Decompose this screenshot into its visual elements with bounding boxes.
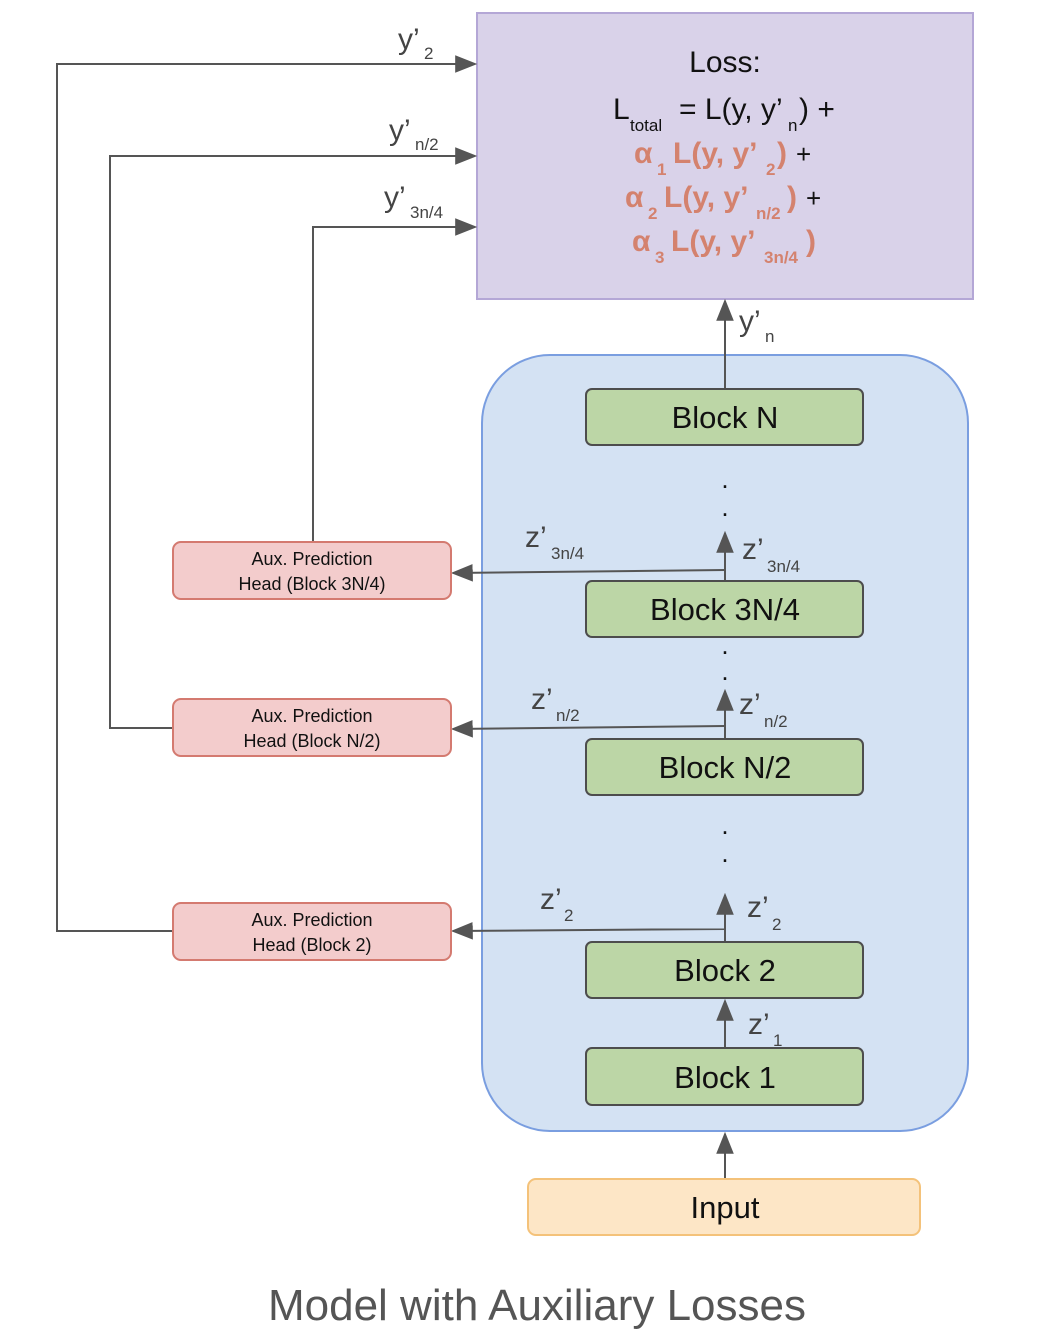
label-text: z’: [531, 683, 553, 716]
branch-block3n4-to-aux: [450, 563, 726, 582]
loss-main-a: = L(y, y’: [679, 93, 783, 126]
label-sub: 3n/4: [767, 557, 800, 576]
label-sub: n/2: [764, 712, 788, 731]
block-2: Block 2: [585, 941, 864, 999]
aux-head-line1: Aux. Prediction: [251, 706, 372, 726]
diagram-title: Model with Auxiliary Losses: [268, 1281, 806, 1330]
ellipsis-middle: . .: [721, 630, 728, 686]
term2-a: L(y, y’: [664, 181, 748, 214]
label-y2-top: y’ 2: [398, 23, 433, 63]
term3-a: L(y, y’: [671, 225, 755, 258]
aux-head-line2: Head (Block N/2): [243, 731, 380, 751]
label-zn2-left: z’ n/2: [531, 683, 580, 725]
block-2-label: Block 2: [674, 953, 776, 988]
label-text: y’: [398, 23, 420, 56]
label-sub: 1: [773, 1031, 782, 1050]
label-text: y’: [739, 305, 761, 338]
label-sub: n/2: [415, 135, 439, 154]
term2-alpha-sub: 2: [648, 204, 657, 223]
label-z2-left: z’ 2: [540, 883, 573, 925]
term1-sub: 2: [766, 160, 775, 179]
term1-b: ): [777, 137, 787, 170]
term2-b: ): [787, 181, 797, 214]
loss-box: [476, 12, 974, 300]
label-yn2-top: y’ n/2: [389, 114, 439, 154]
aux-head-line2: Head (Block 2): [252, 935, 371, 955]
label-text: z’: [525, 521, 547, 554]
label-text: z’: [540, 883, 562, 916]
dot: .: [721, 810, 728, 840]
label-z3n4-left: z’ 3n/4: [525, 521, 584, 563]
aux-head-line1: Aux. Prediction: [251, 549, 372, 569]
feedback-line-block2: [56, 55, 478, 932]
block-3n4-label: Block 3N/4: [650, 592, 800, 627]
loss-main-b: ) +: [799, 93, 835, 126]
label-sub: 3n/4: [410, 203, 443, 222]
aux-head-block2: Aux. Prediction Head (Block 2): [172, 902, 452, 961]
block-n2-label: Block N/2: [659, 750, 792, 785]
label-text: y’: [384, 181, 406, 214]
loss-heading: Loss:: [689, 46, 761, 79]
loss-main-sub: n: [788, 116, 797, 135]
term1-a: L(y, y’: [673, 137, 757, 170]
block-n: Block N: [585, 388, 864, 446]
term3-alpha: α: [632, 225, 651, 258]
ellipsis-lower: . .: [721, 810, 728, 868]
label-sub: 3n/4: [551, 544, 584, 563]
label-sub: 2: [772, 915, 781, 934]
block-n2: Block N/2: [585, 738, 864, 796]
term2-sub: n/2: [756, 204, 781, 223]
loss-formula: Loss: L total = L(y, y’ n ) + α 1 L(y, y…: [613, 46, 835, 267]
branch-block2-to-aux: [450, 922, 726, 940]
branch-blockn2-to-aux: [450, 719, 726, 738]
aux-head-blockn2: Aux. Prediction Head (Block N/2): [172, 698, 452, 757]
label-sub: 2: [564, 906, 573, 925]
aux-head-line1: Aux. Prediction: [251, 910, 372, 930]
label-sub: n/2: [556, 706, 580, 725]
dot: .: [721, 464, 728, 494]
label-yn: y’ n: [739, 305, 774, 346]
label-text: z’: [747, 891, 769, 924]
label-z3n4-right: z’ 3n/4: [742, 533, 800, 576]
loss-total-sub: total: [630, 116, 662, 135]
term2-plus: +: [806, 183, 821, 213]
term3-b: ): [806, 225, 816, 258]
term3-sub: 3n/4: [764, 248, 799, 267]
block-1-label: Block 1: [674, 1060, 776, 1095]
loss-total-L: L: [613, 93, 630, 126]
feedback-line-blockn2: [109, 147, 478, 729]
block-n-label: Block N: [672, 400, 779, 435]
term2-alpha: α: [625, 181, 644, 214]
label-text: z’: [742, 533, 764, 566]
label-text: z’: [748, 1008, 770, 1041]
label-zn2-right: z’ n/2: [739, 688, 788, 731]
term1-plus: +: [796, 139, 811, 169]
label-z2-right: z’ 2: [747, 891, 781, 934]
aux-head-block3n4: Aux. Prediction Head (Block 3N/4): [172, 541, 452, 600]
input-label: Input: [691, 1190, 760, 1225]
label-sub: 2: [424, 44, 433, 63]
dot: .: [721, 630, 728, 660]
term1-alpha: α: [634, 137, 653, 170]
feedback-line-block3n4: [312, 218, 478, 542]
label-sub: n: [765, 327, 774, 346]
dot: .: [721, 838, 728, 868]
term1-alpha-sub: 1: [657, 160, 666, 179]
term3-alpha-sub: 3: [655, 248, 664, 267]
dot: .: [721, 656, 728, 686]
label-y3n4-top: y’ 3n/4: [384, 181, 443, 222]
block-3n4: Block 3N/4: [585, 580, 864, 638]
dot: .: [721, 492, 728, 522]
label-text: y’: [389, 114, 411, 147]
input-box: Input: [527, 1178, 921, 1236]
aux-head-line2: Head (Block 3N/4): [238, 574, 385, 594]
label-text: z’: [739, 688, 761, 721]
ellipsis-upper: . .: [721, 464, 728, 522]
label-z1: z’ 1: [748, 1008, 782, 1050]
block-1: Block 1: [585, 1047, 864, 1106]
